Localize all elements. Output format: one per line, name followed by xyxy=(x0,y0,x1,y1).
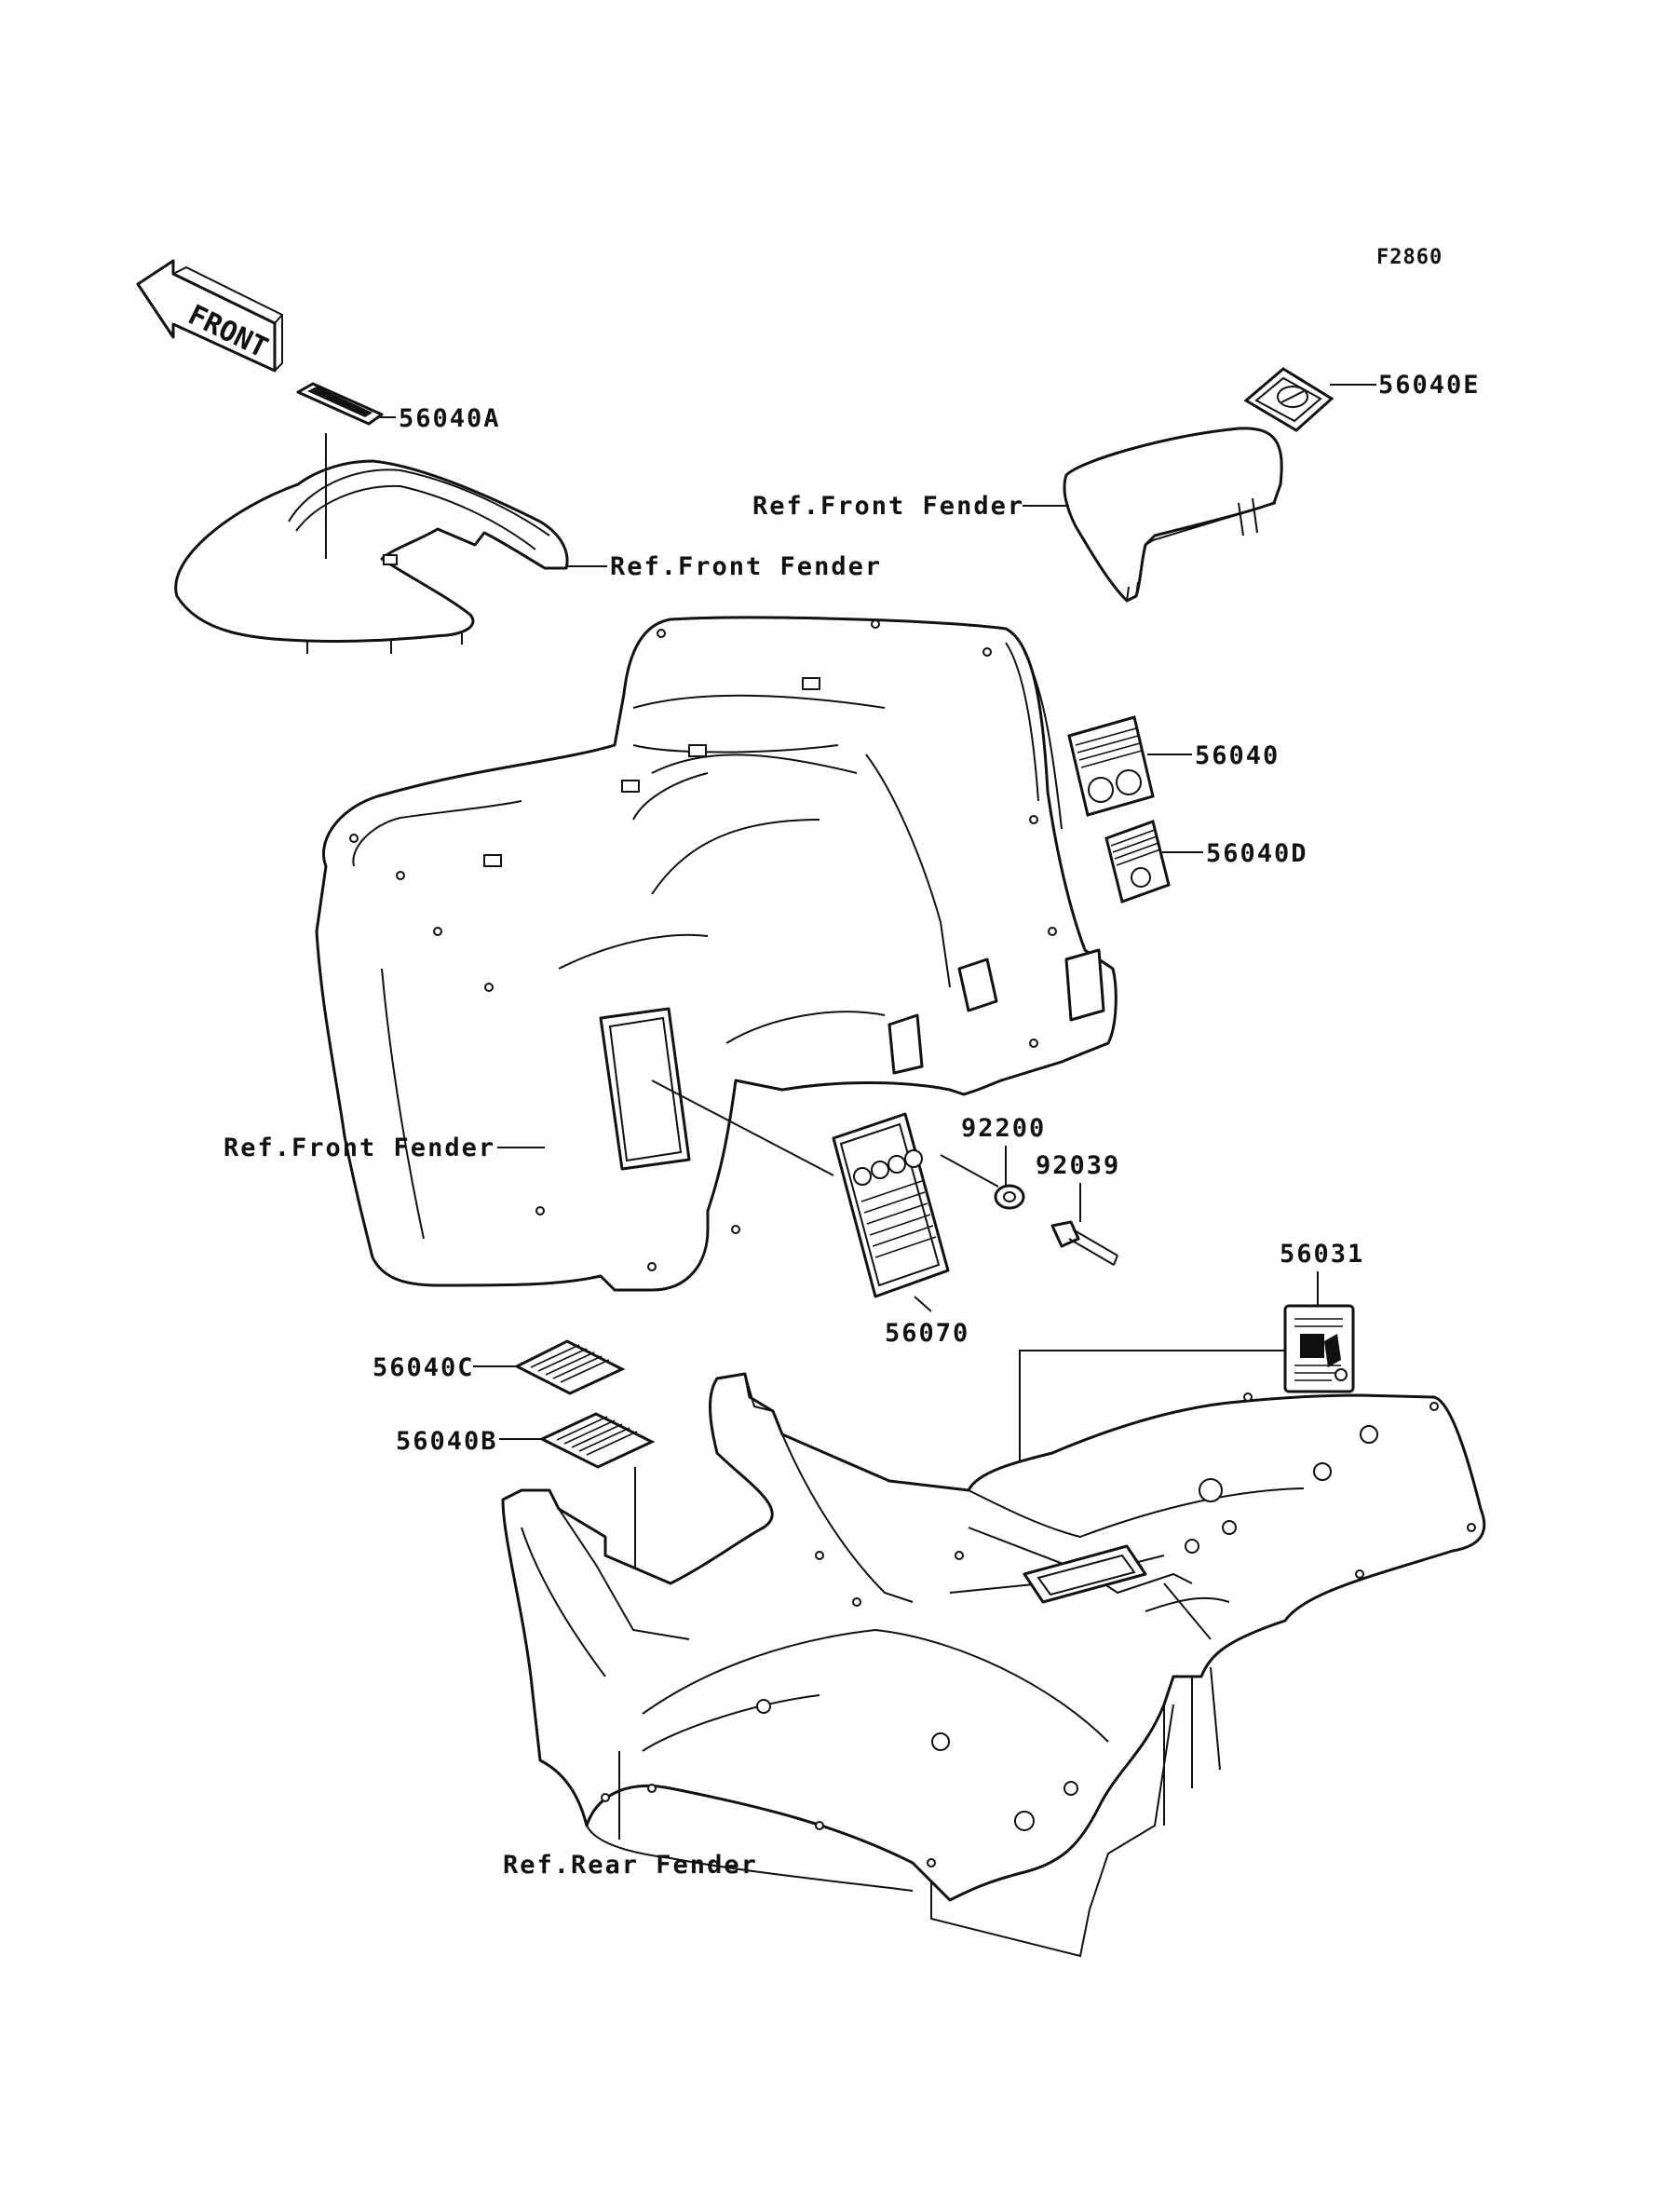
decal-56031 xyxy=(1283,1304,1355,1393)
front-fender-cover-left xyxy=(174,433,569,654)
ref-front-fender-3: Ref.Front Fender xyxy=(224,1134,495,1162)
label-92200: 92200 xyxy=(961,1114,1046,1143)
ref-rear-fender: Ref.Rear Fender xyxy=(503,1851,758,1880)
front-arrow-icon: FRONT xyxy=(136,259,283,373)
label-56040e: 56040E xyxy=(1378,371,1481,400)
figure-code: F2860 xyxy=(1376,246,1443,269)
front-fender-box-right xyxy=(1063,427,1283,603)
decal-56040a xyxy=(296,382,384,426)
label-56040d: 56040D xyxy=(1206,839,1308,868)
decal-56040d xyxy=(1104,820,1171,903)
rear-fender xyxy=(501,1372,1486,1958)
label-56070: 56070 xyxy=(885,1319,969,1348)
leader-56070-c xyxy=(914,1296,932,1312)
label-56031: 56031 xyxy=(1280,1240,1364,1269)
washer-92200 xyxy=(994,1184,1025,1210)
decal-56070 xyxy=(832,1112,950,1298)
label-92039: 92039 xyxy=(1036,1151,1120,1180)
rivet-92039 xyxy=(1050,1220,1118,1266)
decal-56040c xyxy=(513,1339,626,1395)
label-56040a: 56040A xyxy=(399,404,501,433)
label-56040: 56040 xyxy=(1195,741,1280,770)
ref-front-fender-2: Ref.Front Fender xyxy=(752,492,1024,521)
leader-56070-b xyxy=(940,1154,999,1188)
leader-56070-a xyxy=(651,1080,834,1176)
decal-56040b xyxy=(538,1412,656,1469)
ref-front-fender-1: Ref.Front Fender xyxy=(610,552,882,581)
front-fender-main xyxy=(315,616,1118,1292)
decal-56040 xyxy=(1067,715,1155,817)
label-56040b: 56040B xyxy=(396,1427,498,1456)
label-56040c: 56040C xyxy=(373,1353,475,1382)
decal-56040e xyxy=(1243,367,1335,432)
